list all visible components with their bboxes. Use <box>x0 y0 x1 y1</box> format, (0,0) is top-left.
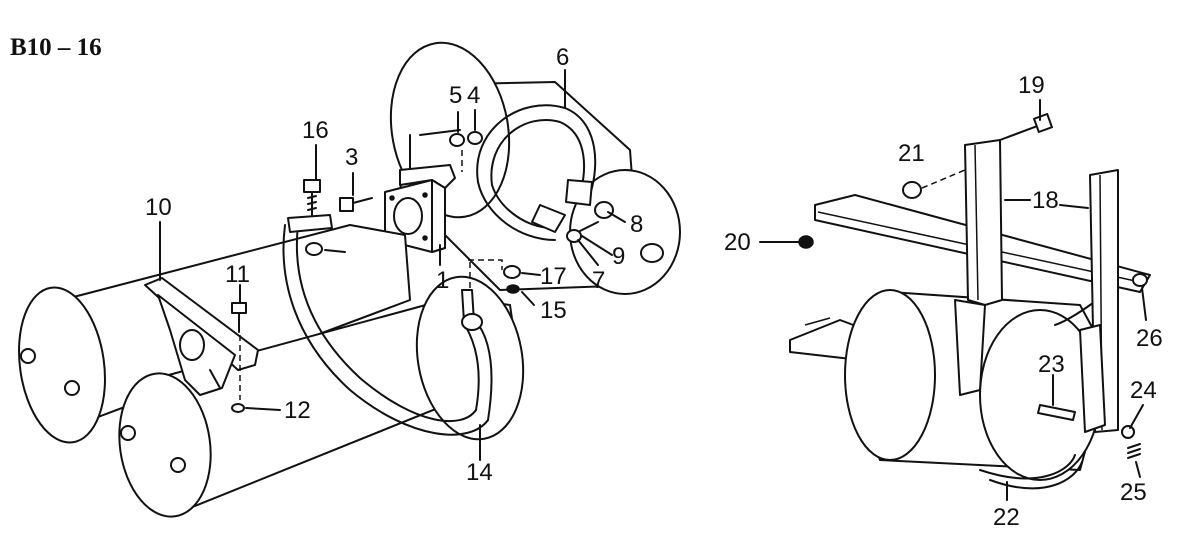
bolt-9 <box>566 221 599 243</box>
callout-15: 15 <box>540 297 567 324</box>
washer-under-16 <box>305 242 323 256</box>
hanger-bracket-18-right <box>1079 169 1119 433</box>
tank-strap-14 <box>282 214 493 436</box>
washer-15 <box>506 284 520 294</box>
callout-21: 21 <box>898 140 925 167</box>
callout-leaders <box>159 69 1147 501</box>
bushing-21 <box>902 181 922 199</box>
spring-pin-25 <box>1127 443 1141 459</box>
nut-4 <box>467 131 483 145</box>
callout-4: 4 <box>467 82 480 109</box>
callout-7: 7 <box>592 267 605 294</box>
washer-17 <box>503 265 521 279</box>
washer-24 <box>1121 425 1135 439</box>
callout-20: 20 <box>724 229 751 256</box>
bolt-23 <box>1037 404 1076 421</box>
callout-23: 23 <box>1038 351 1065 378</box>
callout-26: 26 <box>1136 325 1163 352</box>
diagram-code: B10 – 16 <box>10 34 102 61</box>
callout-5: 5 <box>449 82 462 109</box>
nut-8 <box>594 201 614 219</box>
callout-3: 3 <box>345 144 358 171</box>
bolt-19 <box>999 113 1053 141</box>
mounting-bracket-10 <box>144 277 259 396</box>
tank-strap-6 <box>476 104 597 241</box>
callout-16: 16 <box>302 117 329 144</box>
nut-20 <box>798 235 814 249</box>
nut-26 <box>1132 273 1148 287</box>
air-tank-rear <box>389 41 681 295</box>
callout-19: 19 <box>1018 72 1045 99</box>
bolt-16 <box>303 179 321 216</box>
hanger-bracket-18-left <box>954 139 1003 396</box>
bolt-3 <box>339 197 373 212</box>
callout-11: 11 <box>225 261 250 288</box>
callout-12: 12 <box>284 397 311 424</box>
callout-10: 10 <box>145 194 172 221</box>
callout-6: 6 <box>556 44 569 71</box>
washer-12 <box>231 403 245 413</box>
callout-17: 17 <box>540 263 567 290</box>
callout-8: 8 <box>630 211 643 238</box>
air-tank-front-right <box>118 275 525 518</box>
air-tank-front-left <box>18 224 411 444</box>
callout-25: 25 <box>1120 479 1147 506</box>
callout-22: 22 <box>993 504 1020 531</box>
callout-labels: 1 3 4 5 6 7 8 9 10 11 12 14 15 16 17 18 … <box>145 44 1163 531</box>
callout-14: 14 <box>466 459 493 486</box>
callout-18: 18 <box>1032 187 1059 214</box>
nut-5 <box>449 133 465 147</box>
callout-24: 24 <box>1130 377 1157 404</box>
callout-1: 1 <box>436 267 449 294</box>
callout-9: 9 <box>612 243 625 270</box>
